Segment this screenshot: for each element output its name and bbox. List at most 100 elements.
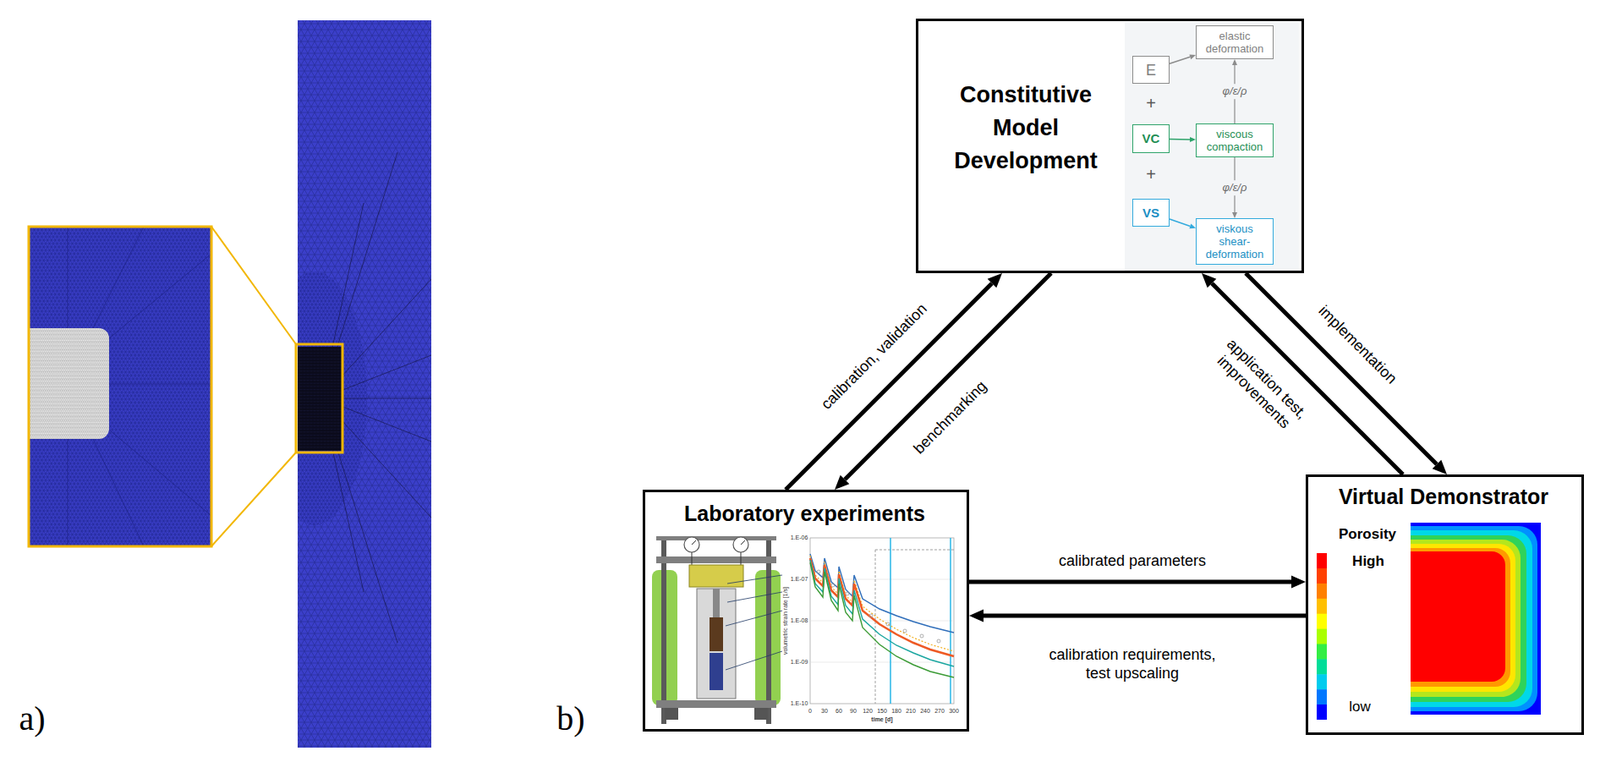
connector <box>983 613 1306 619</box>
tick-label: 210 <box>905 707 916 715</box>
connector-label: application test, improvements <box>1205 330 1316 441</box>
test-apparatus <box>712 588 720 618</box>
test-apparatus <box>656 700 777 708</box>
test-apparatus <box>689 564 744 587</box>
tick-label: 60 <box>835 707 843 715</box>
porosity-contour <box>1410 551 1506 682</box>
test-apparatus <box>664 707 679 720</box>
deformation-name: viscous compaction <box>1200 127 1269 154</box>
component-symbol: VC <box>1142 131 1161 147</box>
component-box: E <box>1132 55 1170 84</box>
axis-title: volumetric strain rate [1/s] <box>782 586 790 655</box>
porosity-colorbar <box>1316 568 1327 584</box>
deformation-box: viskous shear-deformation <box>1195 218 1274 265</box>
zoom-frame <box>28 226 212 547</box>
connector-label: benchmarking <box>909 377 991 458</box>
connector <box>969 580 1292 585</box>
zoom-frame <box>211 226 343 547</box>
tick-label: 1.E-09 <box>790 658 809 666</box>
demonstrator-box: Virtual Demonstrator <box>1305 474 1584 735</box>
legend-label: low <box>1348 699 1371 716</box>
connector-label: implementation <box>1314 301 1401 389</box>
connector-label: calibration, validation <box>817 300 932 414</box>
porosity-colorbar <box>1316 568 1327 705</box>
box-title: Virtual Demonstrator <box>1308 483 1579 510</box>
tick-label: 150 <box>876 707 888 715</box>
legend-swatch <box>1316 704 1327 720</box>
legend-swatch <box>1316 553 1327 569</box>
porosity-colorbar <box>1316 658 1327 674</box>
test-apparatus <box>754 707 768 720</box>
tick-label: 1.E-06 <box>790 534 809 542</box>
connector-label: calibration requirements, test upscaling <box>1043 646 1222 683</box>
connector <box>1169 56 1190 64</box>
test-apparatus <box>696 588 736 699</box>
strain-rate-chart <box>810 562 954 678</box>
strain-rate-chart <box>810 537 954 704</box>
connector-label: φ/ε/ρ <box>1220 83 1250 99</box>
porosity-colorbar <box>1316 673 1327 690</box>
model-scheme-ground <box>1124 21 1299 271</box>
porosity-contour <box>1410 530 1533 707</box>
tick-label: 300 <box>948 707 959 715</box>
strain-rate-chart <box>845 591 850 596</box>
box-title: Laboratory experiments <box>645 500 965 527</box>
plus-sign: + <box>1145 164 1157 184</box>
strain-rate-chart <box>869 613 873 618</box>
test-apparatus <box>652 536 783 724</box>
connector-label: calibrated parameters <box>1058 552 1206 571</box>
panel-letter: a) <box>18 700 45 738</box>
connector <box>785 283 992 490</box>
strain-rate-chart <box>875 549 954 704</box>
strain-rate-chart <box>886 622 890 626</box>
tick-label: 0 <box>808 707 812 715</box>
porosity-colorbar <box>1316 689 1327 705</box>
finite-element-mesh <box>297 346 342 451</box>
connector <box>844 273 1052 480</box>
deformation-name: viskous shear-deformation <box>1200 222 1269 261</box>
test-apparatus <box>709 617 724 652</box>
connector <box>1169 138 1190 141</box>
model-box: Constitutive Model DevelopmentEelastic d… <box>915 18 1305 274</box>
tick-label: 90 <box>849 707 857 715</box>
strain-rate-chart <box>936 639 941 643</box>
test-apparatus <box>766 537 772 724</box>
tick-label: 1.E-08 <box>790 617 809 625</box>
tick-label: 240 <box>920 707 931 715</box>
strain-rate-chart <box>810 559 954 667</box>
porosity-contour <box>1410 522 1541 715</box>
mesh-detail <box>28 328 110 439</box>
porosity-colorbar <box>1316 629 1327 645</box>
porosity-contour <box>1410 526 1538 712</box>
component-symbol: E <box>1145 61 1157 79</box>
strain-rate-chart <box>810 555 954 652</box>
porosity-contour <box>1410 539 1521 697</box>
tick-label: 180 <box>891 707 902 715</box>
test-apparatus <box>661 537 667 724</box>
porosity-contour <box>1410 547 1511 687</box>
test-apparatus <box>691 540 746 565</box>
panel-letter: b) <box>556 700 585 738</box>
test-apparatus <box>725 575 783 670</box>
lab-box: Laboratory experiments <box>642 489 970 732</box>
test-apparatus <box>709 652 724 691</box>
test-apparatus <box>656 556 777 564</box>
tick-label: 30 <box>821 707 828 715</box>
zoom-frame <box>211 226 296 547</box>
component-box: VS <box>1132 198 1170 227</box>
porosity-colorbar <box>1316 598 1327 614</box>
finite-element-mesh <box>297 20 432 748</box>
axis-title: time [d] <box>871 716 893 724</box>
deformation-name: elastic deformation <box>1200 29 1269 55</box>
strain-rate-chart <box>810 537 954 704</box>
connector <box>1245 273 1437 465</box>
tick-label: 1.E-10 <box>790 700 809 707</box>
plus-sign: + <box>1145 93 1157 113</box>
tick-label: 1.E-07 <box>790 575 809 583</box>
deformation-box: viscous compaction <box>1195 123 1274 158</box>
zoom-frame <box>28 226 212 547</box>
strain-rate-chart <box>816 569 821 574</box>
strain-rate-chart <box>816 569 941 643</box>
model-scheme-ground <box>1124 21 1299 271</box>
